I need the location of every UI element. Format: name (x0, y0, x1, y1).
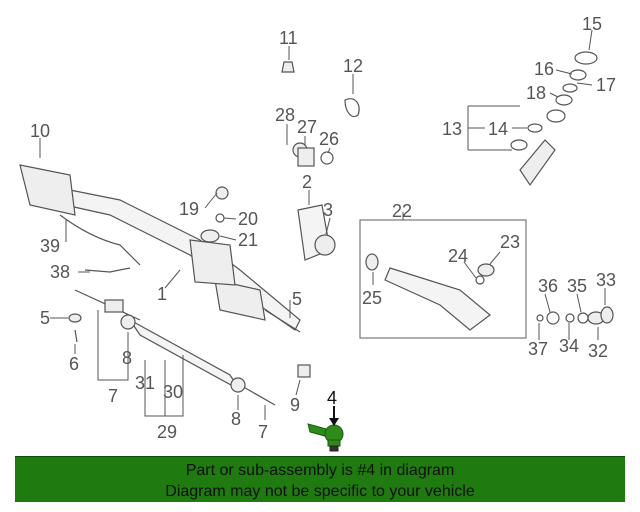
callout-2: 2 (302, 172, 312, 192)
callout-31: 31 (135, 373, 155, 393)
callout-7a: 7 (108, 386, 118, 406)
subassembly-box (359, 219, 527, 339)
callout-27: 27 (297, 117, 317, 137)
callout-25: 25 (362, 288, 382, 308)
callout-13: 13 (442, 119, 462, 139)
callout-33: 33 (596, 270, 616, 290)
callout-8a: 8 (122, 348, 132, 368)
callout-18: 18 (526, 83, 546, 103)
bolt-11 (281, 61, 295, 73)
callout-21: 21 (238, 230, 258, 250)
callout-26: 26 (319, 129, 339, 149)
tie-rod-outer (239, 384, 276, 406)
rack-boot-right (214, 279, 266, 321)
banner-line-2: Diagram may not be specific to your vehi… (165, 483, 475, 500)
valve-body (189, 239, 236, 286)
callout-17: 17 (596, 75, 616, 95)
callout-5b: 5 (40, 308, 50, 328)
pressure-line (59, 214, 141, 266)
callout-29: 29 (157, 422, 177, 442)
callout-30: 30 (163, 382, 183, 402)
callout-28: 28 (275, 105, 295, 125)
callout-5a: 5 (292, 289, 302, 309)
callout-36: 36 (538, 276, 558, 296)
valve-housing (384, 267, 491, 331)
callout-8b: 8 (231, 409, 241, 429)
callout-1: 1 (157, 284, 167, 304)
callout-16: 16 (534, 59, 554, 79)
callout-12: 12 (343, 56, 363, 76)
callout-39: 39 (40, 236, 60, 256)
rack-boot-left (19, 164, 76, 216)
callout-24: 24 (448, 246, 468, 266)
callout-22: 22 (392, 201, 412, 221)
callout-7b: 7 (258, 422, 268, 442)
banner-line-1: Part or sub-assembly is #4 in diagram (185, 462, 455, 479)
info-banner: Part or sub-assembly is #4 in diagram Di… (15, 456, 625, 502)
callout-10: 10 (30, 121, 50, 141)
rack-housing (64, 189, 301, 331)
parts-diagram: 1 2 3 4 5 6 7 8 9 10 11 12 13 14 15 16 1… (19, 14, 616, 452)
callout-19: 19 (179, 199, 199, 219)
callout-38: 38 (50, 262, 70, 282)
callout-4: 4 (327, 388, 337, 408)
callout-35: 35 (567, 276, 587, 296)
callout-9: 9 (290, 395, 300, 415)
callout-20: 20 (238, 209, 258, 229)
pinion-shaft (519, 139, 556, 187)
callout-11: 11 (279, 28, 298, 48)
callout-14: 14 (488, 119, 508, 139)
callout-15: 15 (582, 14, 602, 34)
callout-6: 6 (69, 354, 79, 374)
callout-37: 37 (528, 339, 548, 359)
clamp-12 (344, 98, 360, 118)
return-line (84, 267, 131, 273)
callout-23: 23 (500, 232, 520, 252)
callout-32: 32 (588, 341, 608, 361)
callout-34: 34 (559, 336, 579, 356)
callout-3: 3 (323, 200, 333, 220)
part-4-tie-rod-end (307, 423, 344, 452)
